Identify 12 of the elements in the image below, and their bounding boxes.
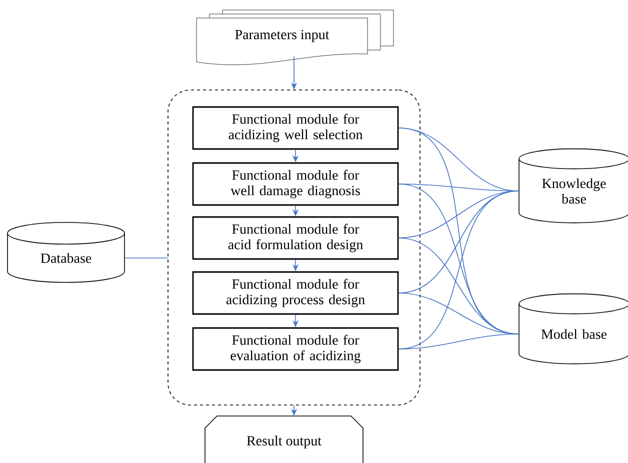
module-box: Functional module for acidizing process design — [192, 271, 399, 315]
database-cylinder: Database — [7, 222, 125, 283]
document-stack: Parameters input — [196, 10, 394, 65]
database-cylinder: Knowledge base — [518, 148, 628, 224]
dashed-group-box — [168, 90, 420, 406]
database-cylinder: Model base — [518, 293, 628, 364]
connector-line — [398, 334, 519, 350]
module-box: Functional module for well damage diagnosis — [192, 162, 399, 206]
module-box: Functional module for evaluation of acidizing — [192, 327, 399, 371]
output-box: Result output — [204, 416, 364, 463]
module-box: Functional module for acidizing well selection — [192, 106, 399, 150]
module-box: Functional module for acid formulation design — [192, 216, 399, 260]
